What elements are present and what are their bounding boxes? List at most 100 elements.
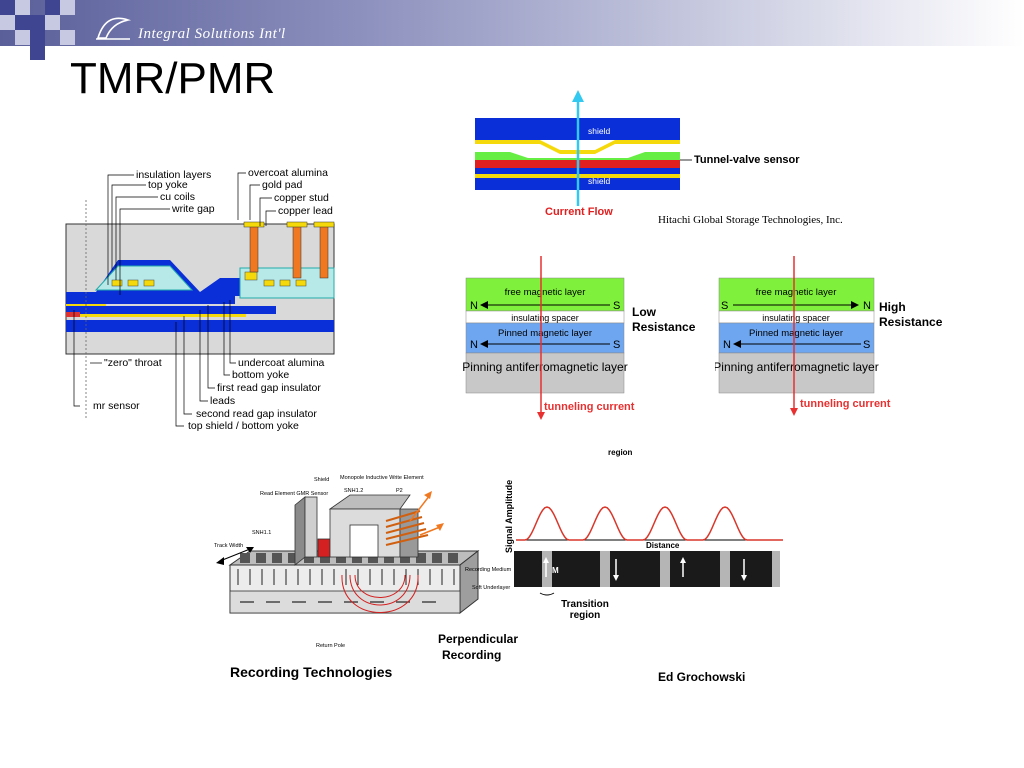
tunnel-valve-sensor-label: Tunnel-valve sensor — [694, 154, 800, 166]
copper-stud — [292, 225, 302, 279]
label-mr-sensor: mr sensor — [93, 400, 140, 412]
label-copper-lead: copper lead — [278, 205, 333, 217]
leader-lines — [73, 172, 276, 427]
free-layer-label: free magnetic layer — [756, 287, 837, 298]
banner-square — [30, 45, 45, 60]
label-read-element: Read Element GMR Sensor — [260, 491, 328, 497]
recording-technologies-label: Recording Technologies — [230, 664, 393, 680]
label-track-width: Track Width — [214, 543, 243, 549]
distance-xlabel: Distance — [646, 541, 680, 550]
page-title: TMR/PMR — [70, 54, 276, 103]
arrow-down-icon — [613, 575, 619, 581]
arrow-left-icon — [733, 340, 741, 348]
low-resistance-diagram: free magnetic layer insulating spacer Pi… — [462, 256, 696, 420]
pinned-magnetic-layer — [465, 322, 625, 354]
pole-left-top: S — [721, 300, 728, 312]
pole-left-top: N — [470, 300, 478, 312]
banner-square — [15, 0, 30, 15]
brand-name: Integral Solutions Int'l — [138, 26, 286, 42]
label-top-yoke: top yoke — [148, 179, 188, 191]
spacer-label: insulating spacer — [762, 313, 830, 323]
label-gold-pad: gold pad — [262, 179, 302, 191]
region-label: region — [608, 448, 633, 457]
pole-right-bottom: S — [613, 339, 620, 351]
banner-square — [0, 0, 15, 15]
label-undercoat-alumina: undercoat alumina — [238, 357, 325, 369]
pole-right-top: N — [863, 300, 871, 312]
arrow-left-icon — [480, 301, 488, 309]
pinning-antiferromagnetic-layer — [465, 352, 625, 394]
top-shield-bottom-yoke — [66, 306, 276, 314]
isi-logo-icon — [96, 17, 132, 40]
arrow-right-icon — [851, 301, 859, 309]
label-first-read-gap: first read gap insulator — [217, 382, 321, 394]
pinning-antiferromagnetic-layer — [718, 352, 875, 394]
free-layer — [475, 152, 680, 160]
pinning-layer-label: Pinning antiferromagnetic layer — [715, 360, 879, 374]
transition-region — [772, 551, 780, 587]
flux-lines — [341, 574, 419, 613]
label-p2: P2 — [396, 488, 403, 494]
copper-stud — [249, 225, 259, 273]
head-labels: Shield Read Element GMR Sensor Monopole … — [214, 475, 512, 649]
high-resistance-diagram: free magnetic layer insulating spacer Pi… — [715, 256, 943, 416]
label-snh11: SNH1.1 — [252, 530, 271, 536]
arrow-left-icon — [480, 340, 488, 348]
label-second-read-gap: second read gap insulator — [196, 408, 317, 420]
signal-waveform — [516, 506, 783, 541]
label-insulation-layers: insulation layers — [136, 169, 211, 181]
label-top-shield-bottom-yoke: top shield / bottom yoke — [188, 420, 299, 432]
transition-region — [600, 551, 610, 587]
pinned-layer-label: Pinned magnetic layer — [498, 328, 592, 339]
label-bottom-yoke: bottom yoke — [232, 369, 289, 381]
spacer-label: insulating spacer — [511, 313, 579, 323]
banner-square — [60, 0, 75, 15]
label-cu-coils: cu coils — [160, 191, 195, 203]
shield-plate — [294, 496, 306, 566]
pinned-magnetic-layer — [718, 322, 875, 354]
magnetization-m-label: M — [552, 566, 559, 575]
copper-lead — [319, 225, 329, 279]
label-soft-underlayer: Soft Underlayer — [472, 585, 510, 591]
label-snh12: SNH1.2 — [344, 488, 363, 494]
magnetization-arrows — [545, 559, 745, 577]
transition-brace — [539, 592, 555, 596]
banner-square — [30, 30, 45, 45]
banner-square — [45, 0, 60, 15]
cu-coil — [143, 279, 155, 287]
label-monopole: Monopole Inductive Write Element — [340, 475, 424, 481]
banner-square — [15, 30, 30, 45]
current-flow-label: Current Flow — [545, 206, 613, 218]
pole-right-bottom: S — [863, 339, 870, 351]
transition-region — [660, 551, 670, 587]
medium-grains — [240, 553, 458, 563]
banner-square — [0, 15, 15, 30]
tunneling-current-label: tunneling current — [544, 401, 635, 413]
arrow-up-icon — [543, 557, 549, 563]
transition-region — [542, 551, 552, 587]
pole-left-bottom: N — [723, 339, 731, 351]
banner-square — [30, 15, 45, 30]
label-zero-throat: "zero" throat — [104, 357, 162, 369]
label-leads: leads — [210, 395, 235, 407]
label-write-gap: write gap — [171, 203, 215, 215]
gold-pad — [243, 221, 265, 228]
label-recording-medium: Recording Medium — [465, 567, 512, 573]
shield-bottom-label: shield — [588, 176, 610, 186]
mr-sensor-element — [66, 312, 80, 317]
banner-square — [15, 15, 30, 30]
label-overcoat-alumina: overcoat alumina — [248, 167, 328, 179]
head-cross-section-diagram: insulation layers top yoke cu coils writ… — [65, 167, 335, 432]
free-layer-label: free magnetic layer — [505, 287, 586, 298]
magnetization-track — [514, 551, 780, 587]
shield-top-label: shield — [588, 126, 610, 136]
pinning-layer-label: Pinning antiferromagnetic layer — [462, 360, 627, 374]
tunneling-current-label: tunneling current — [800, 398, 891, 410]
arrow-up-icon — [680, 557, 686, 563]
perpendicular-recording-diagram: Shield Read Element GMR Sensor Monopole … — [214, 475, 518, 680]
label-shield: Shield — [314, 477, 329, 483]
